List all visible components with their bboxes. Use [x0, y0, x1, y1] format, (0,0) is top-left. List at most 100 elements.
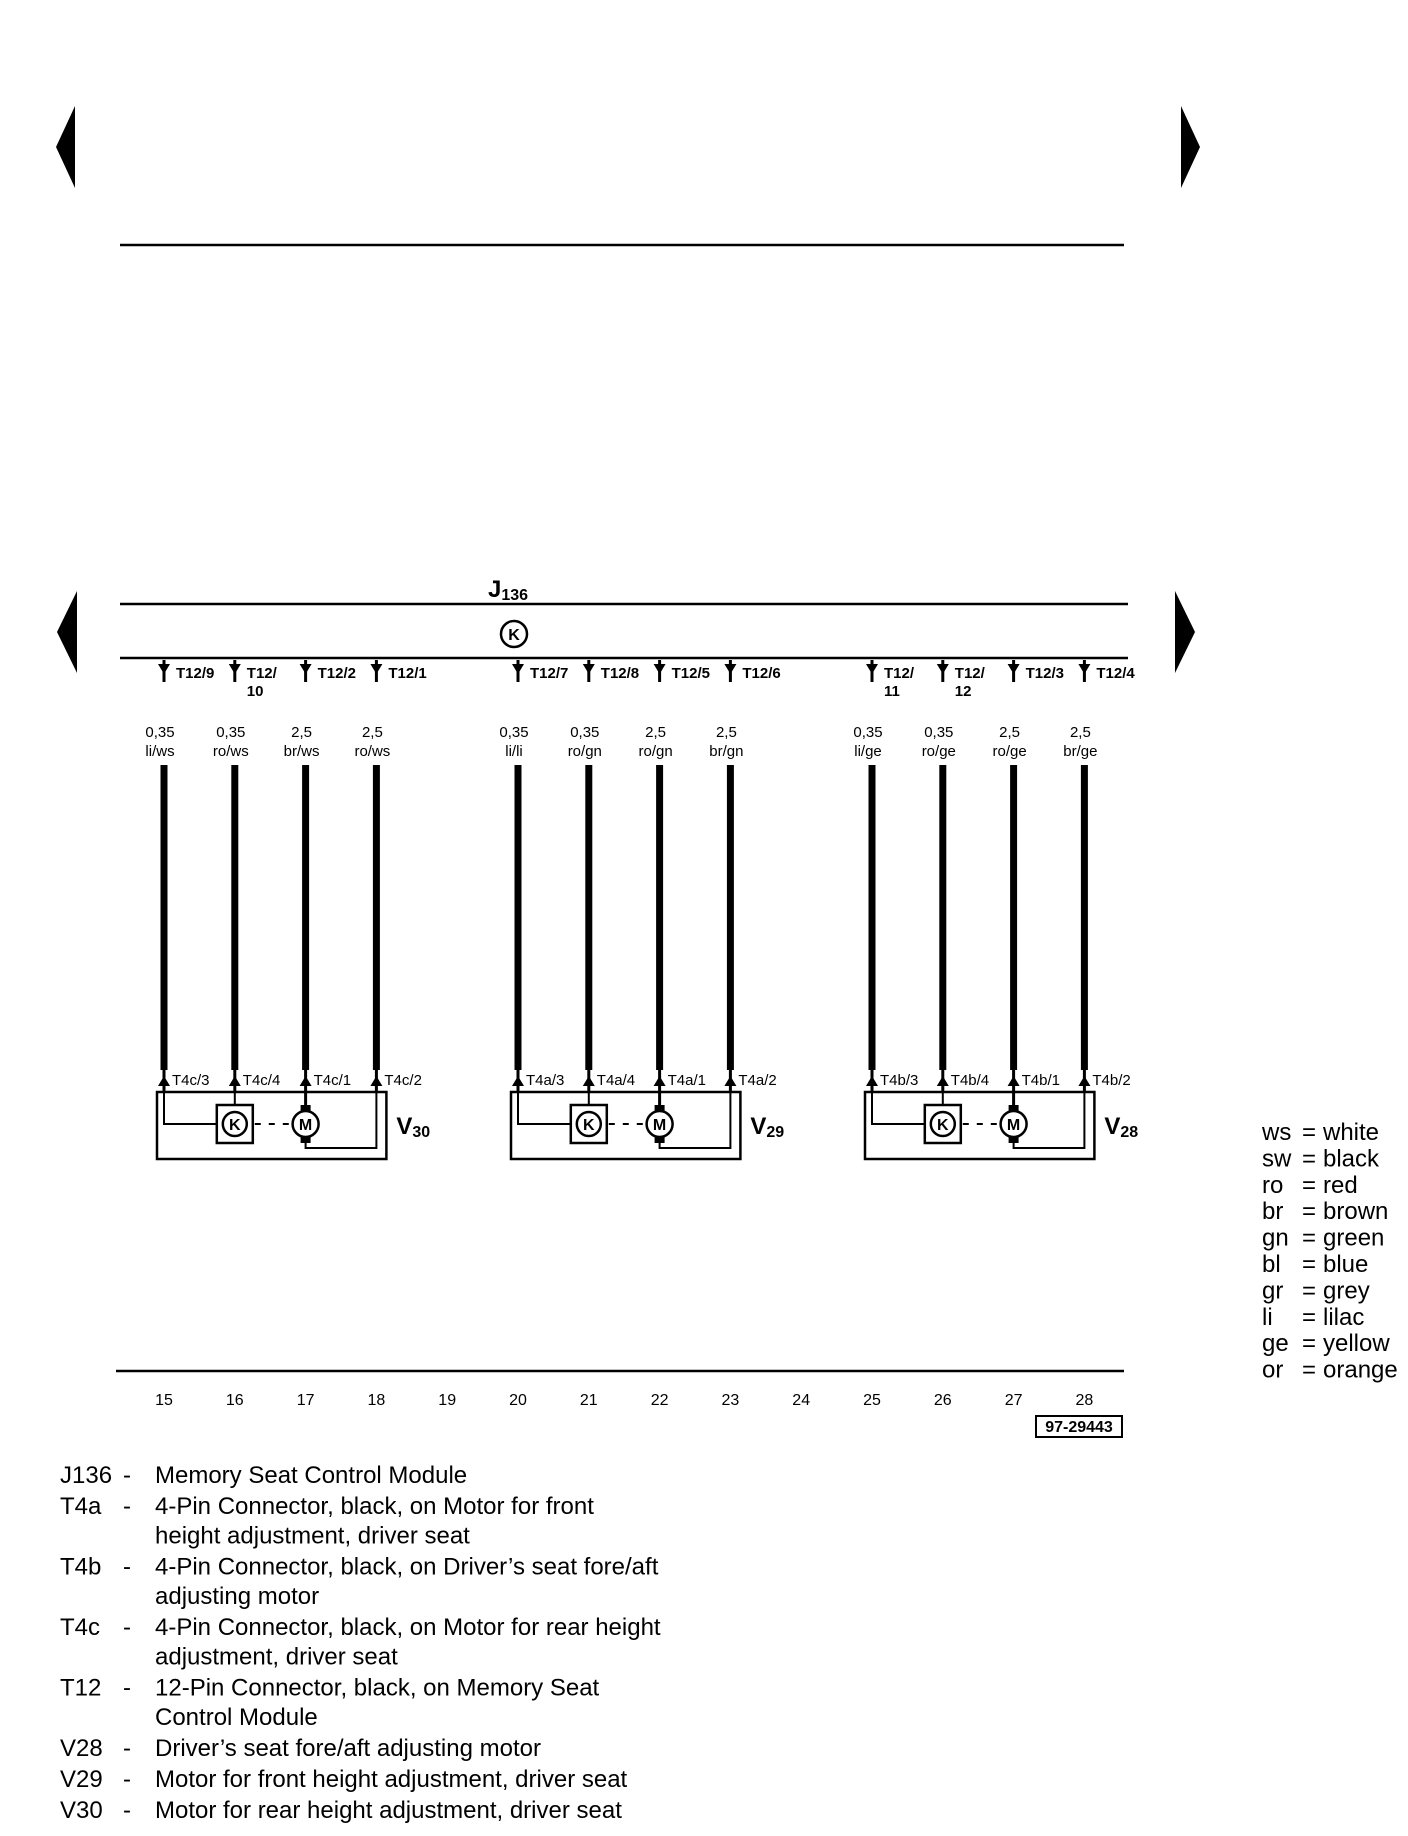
motor-label: V28: [1104, 1113, 1138, 1141]
motor-pin-label: T4a/3: [526, 1072, 564, 1089]
wire-color: br/ge: [1063, 743, 1097, 760]
legend-code: ge: [1262, 1330, 1289, 1357]
diagram-id: 97-29443: [1045, 1419, 1113, 1436]
connector-pin-label: T12/: [884, 665, 915, 682]
legend-item: or=orange: [1262, 1357, 1398, 1384]
motor-symbol-icon: [999, 1109, 1028, 1139]
description-text: adjustment, driver seat: [155, 1644, 398, 1671]
wire-color: ro/ge: [992, 743, 1026, 760]
pin-arrow-icon: [1078, 1076, 1091, 1086]
motor-pin-label: T4a/2: [738, 1072, 776, 1089]
motor-pin-label: T4b/3: [880, 1072, 918, 1089]
legend-name: black: [1323, 1145, 1380, 1172]
description-item: T12-12-Pin Connector, black, on Memory S…: [60, 1675, 600, 1732]
legend-code: or: [1262, 1357, 1283, 1384]
motor-pin-label: T4a/1: [668, 1072, 706, 1089]
wire-size: 0,35: [570, 724, 599, 741]
motor-label: V29: [750, 1113, 784, 1141]
description-text: Motor for front height adjustment, drive…: [155, 1766, 628, 1793]
pin-arrow-icon: [158, 1076, 170, 1086]
control-unit-symbol-icon: K: [499, 619, 529, 649]
svg-text:=: =: [1302, 1330, 1316, 1357]
pin-arrow-icon: [582, 1076, 595, 1086]
wire-size: 2,5: [1070, 724, 1091, 741]
legend-code: br: [1262, 1198, 1283, 1225]
motor-symbol: M: [299, 1117, 312, 1134]
legend-code: gn: [1262, 1225, 1289, 1252]
description-text: Control Module: [155, 1704, 318, 1731]
description-text: 12-Pin Connector, black, on Memory Seat: [155, 1675, 600, 1702]
svg-text:=: =: [1302, 1251, 1316, 1278]
svg-text:-: -: [123, 1766, 131, 1793]
wire-size: 0,35: [924, 724, 953, 741]
legend-code: bl: [1262, 1251, 1281, 1278]
wire-color: ro/ws: [354, 743, 390, 760]
wire-group: T12/90,35li/wsT4c/3T12/100,35ro/wsT4c/4T…: [145, 660, 1135, 1092]
description-code: T4c: [60, 1614, 100, 1641]
column-number: 27: [1005, 1392, 1023, 1409]
column-number: 18: [368, 1392, 386, 1409]
motor-symbol: M: [1007, 1117, 1020, 1134]
svg-text:=: =: [1302, 1304, 1316, 1331]
motor-pin-label: T4c/2: [384, 1072, 422, 1089]
svg-text:=: =: [1302, 1119, 1316, 1146]
previous-section-arrow-icon[interactable]: [57, 591, 77, 673]
wire-size: 0,35: [499, 724, 528, 741]
motor-symbol: M: [653, 1117, 666, 1134]
connector-pin-label: T12/5: [672, 665, 710, 682]
svg-text:-: -: [123, 1462, 131, 1489]
svg-text:=: =: [1302, 1172, 1316, 1199]
column-number: 16: [226, 1392, 244, 1409]
wire-color: li/ge: [854, 743, 882, 760]
next-page-arrow-icon[interactable]: [1181, 106, 1200, 188]
svg-text:-: -: [123, 1614, 131, 1641]
svg-text:K: K: [508, 627, 520, 644]
description-code: V30: [60, 1797, 103, 1824]
motor-v29: K M V29: [509, 1090, 784, 1161]
pin-arrow-icon: [228, 1076, 241, 1086]
svg-text:=: =: [1302, 1145, 1316, 1172]
description-item: V30-Motor for rear height adjustment, dr…: [60, 1797, 622, 1824]
description-text: height adjustment, driver seat: [155, 1523, 470, 1550]
previous-page-arrow-icon[interactable]: [56, 106, 75, 188]
description-item: T4b-4-Pin Connector, black, on Driver’s …: [60, 1554, 659, 1611]
pin-arrow-icon: [370, 1076, 383, 1086]
connector-pin-label: T12/3: [1026, 665, 1064, 682]
connector-pin-label: T12/2: [318, 665, 356, 682]
legend-code: ws: [1261, 1119, 1291, 1146]
legend-code: li: [1262, 1304, 1273, 1331]
column-number: 22: [651, 1392, 669, 1409]
wire-size: 2,5: [716, 724, 737, 741]
column-number: 28: [1076, 1392, 1094, 1409]
legend-item: gr=grey: [1262, 1277, 1370, 1304]
wire-color-legend: ws=whitesw=blackro=redbr=browngn=greenbl…: [1261, 1119, 1398, 1384]
description-item: V28-Driver’s seat fore/aft adjusting mot…: [60, 1735, 541, 1762]
description-code: V29: [60, 1766, 103, 1793]
connector-pin-label: T12/4: [1096, 665, 1135, 682]
column-number: 17: [297, 1392, 315, 1409]
wire-size: 2,5: [291, 724, 312, 741]
next-section-arrow-icon[interactable]: [1175, 591, 1195, 673]
description-text: Memory Seat Control Module: [155, 1462, 467, 1489]
sensor-symbol: K: [583, 1117, 595, 1134]
column-number: 24: [792, 1392, 810, 1409]
description-item: T4a-4-Pin Connector, black, on Motor for…: [60, 1493, 594, 1550]
column-number: 26: [934, 1392, 952, 1409]
pin-arrow-icon: [724, 1076, 737, 1086]
column-number: 25: [863, 1392, 881, 1409]
wire-size: 0,35: [145, 724, 174, 741]
legend-name: lilac: [1323, 1304, 1364, 1331]
wire-color: li/ws: [145, 743, 174, 760]
pin-arrow-icon: [936, 1076, 949, 1086]
motor-pin-label: T4b/2: [1092, 1072, 1130, 1089]
legend-item: bl=blue: [1262, 1251, 1368, 1278]
legend-name: brown: [1323, 1198, 1388, 1225]
component-descriptions: J136-Memory Seat Control ModuleT4a-4-Pin…: [60, 1462, 661, 1824]
